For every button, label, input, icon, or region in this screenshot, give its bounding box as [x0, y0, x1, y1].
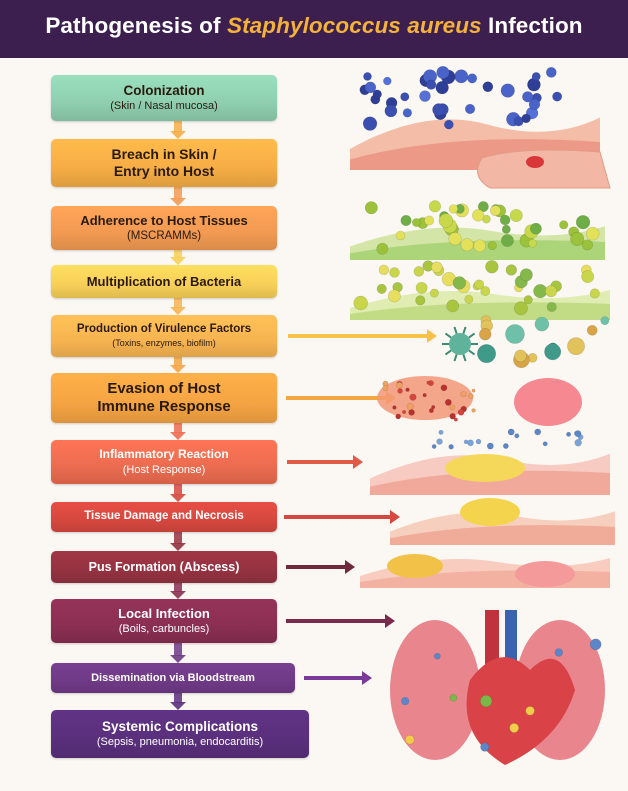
step-2-box: Breach in Skin /Entry into Host	[51, 139, 277, 187]
step-1-title: Colonization	[124, 83, 205, 99]
step-7-title: Inflammatory Reaction	[99, 447, 228, 461]
step-9-box: Pus Formation (Abscess)	[51, 551, 277, 583]
step-5-title: Production of Virulence Factors	[77, 323, 251, 337]
step-8-box: Tissue Damage and Necrosis	[51, 502, 277, 532]
step-10-box: Local Infection (Boils, carbuncles)	[51, 599, 277, 643]
step-7-box: Inflammatory Reaction (Host Response)	[51, 440, 277, 484]
step-9-title: Pus Formation (Abscess)	[89, 560, 240, 575]
step-3-subtitle: (MSCRAMMs)	[127, 230, 201, 244]
step-12-title: Systemic Complications	[102, 719, 258, 735]
step-12-box: Systemic Complications(Sepsis, pneumonia…	[51, 710, 309, 758]
step-7-subtitle: (Host Response)	[123, 464, 206, 477]
step-1-box: Colonization(Skin / Nasal mucosa)	[51, 75, 277, 121]
step-4-box: Multiplication of Bacteria	[51, 265, 277, 298]
step-10-title: Local Infection	[118, 606, 210, 621]
step-12-subtitle: (Sepsis, pneumonia, endocarditis)	[97, 736, 263, 749]
step-6-title: Evasion of HostImmune Response	[97, 380, 230, 415]
step-8-title: Tissue Damage and Necrosis	[84, 510, 244, 524]
step-11-title: Dissemination via Bloodstream	[91, 672, 255, 685]
step-6-box: Evasion of HostImmune Response	[51, 373, 277, 423]
step-3-title: Adherence to Host Tissues	[80, 213, 247, 228]
step-4-title: Multiplication of Bacteria	[87, 274, 242, 289]
step-10-subtitle: (Boils, carbuncles)	[119, 623, 209, 636]
step-11-box: Dissemination via Bloodstream	[51, 663, 295, 693]
step-5-box: Production of Virulence Factors(Toxins, …	[51, 315, 277, 357]
step-2-title: Breach in Skin /Entry into Host	[111, 146, 216, 179]
step-1-subtitle: (Skin / Nasal mucosa)	[110, 100, 218, 113]
step-5-subtitle: (Toxins, enzymes, biofilm)	[112, 338, 216, 349]
step-3-box: Adherence to Host Tissues (MSCRAMMs)	[51, 206, 277, 250]
